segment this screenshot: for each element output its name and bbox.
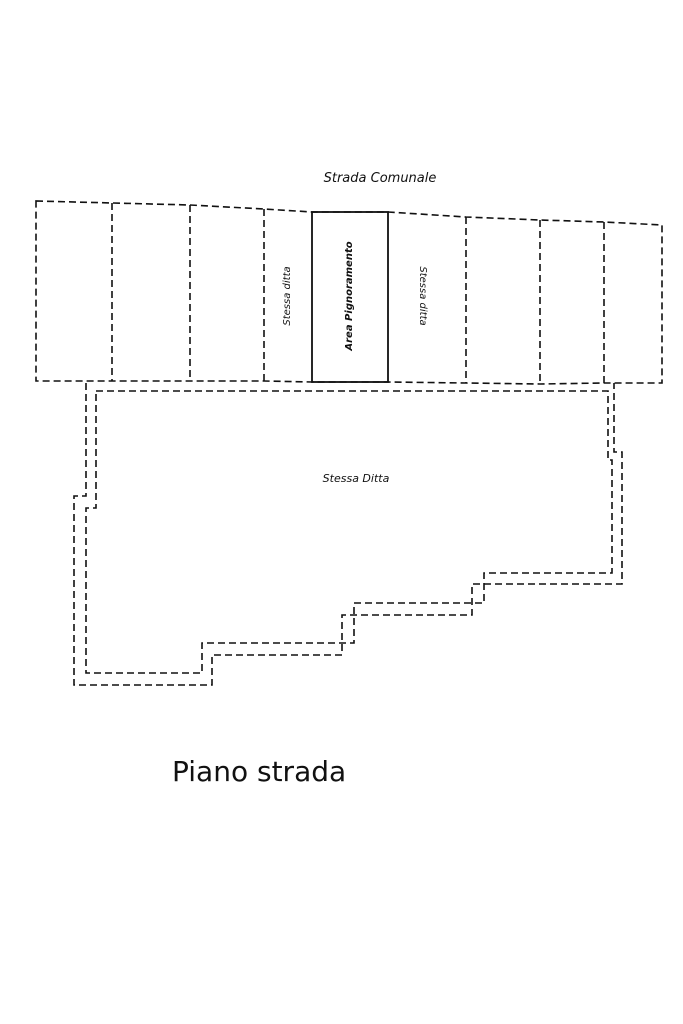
plan-caption: Piano strada — [172, 755, 346, 788]
lot-right-label: Stessa ditta — [417, 266, 428, 325]
road-label: Strada Comunale — [324, 171, 437, 186]
lower-area-outer-outline — [73, 383, 623, 686]
lot-left-label: Stessa ditta — [282, 266, 293, 325]
lower-area-inner-outline — [85, 390, 613, 674]
lot-strip — [35, 200, 663, 385]
subject-lot-outline — [311, 211, 389, 383]
lower-area — [73, 383, 623, 686]
lower-area-label: Stessa Ditta — [323, 472, 390, 485]
subject-lot-label: Area Pignoramento — [344, 241, 355, 351]
